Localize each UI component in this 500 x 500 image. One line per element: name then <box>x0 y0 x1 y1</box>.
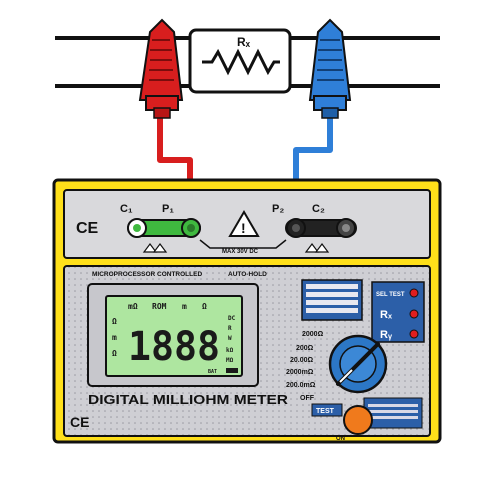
header-left-label: MICROPROCESSOR CONTROLLED <box>92 271 202 278</box>
lcd-top-annunciator: m <box>182 302 187 311</box>
svg-text:!: ! <box>241 220 246 236</box>
max-volts-label: MAX 30V DC <box>222 249 259 255</box>
terminal-c1-label: C₁ <box>120 203 133 215</box>
range-label: 200Ω <box>296 345 314 352</box>
battery-label: BAT <box>208 369 217 375</box>
warning-icon: ! <box>228 210 260 237</box>
lcd-left-annunciator: m <box>112 333 117 342</box>
lcd-top-annunciator: mΩ <box>128 302 138 311</box>
terminal-p1-label: P₁ <box>162 203 174 215</box>
terminal-marker <box>314 243 330 253</box>
test-label: TEST <box>316 408 335 415</box>
black-terminal-pair <box>285 218 357 238</box>
on-label: ON <box>336 436 345 442</box>
lcd-top-annunciator: Ω <box>202 302 207 311</box>
test-button[interactable] <box>343 405 373 435</box>
lcd-left-annunciator: Ω <box>112 349 117 358</box>
lcd-reading: 1888 <box>128 324 220 370</box>
info-plate <box>363 397 423 429</box>
lcd-left-annunciator: Ω <box>112 317 117 326</box>
resistor-rx: Rₓ <box>188 28 292 94</box>
led-indicator <box>409 288 419 298</box>
led-indicator <box>409 329 419 339</box>
meter-title: DIGITAL MILLIOHM METER <box>88 392 289 407</box>
lcd-right-annunciator: DC <box>228 315 236 322</box>
terminal-marker <box>304 243 320 253</box>
terminal-c2-label: C₂ <box>312 203 325 215</box>
terminal-marker <box>152 243 168 253</box>
lcd-right-annunciator: W <box>228 335 232 342</box>
indicator-label: Rₓ <box>380 309 393 321</box>
green-terminal-pair <box>127 218 201 238</box>
indicator-label: SEL TEST <box>376 292 405 298</box>
range-selector-knob[interactable] <box>328 334 388 394</box>
red-clip <box>138 18 184 119</box>
range-label: 20.00Ω <box>290 357 314 364</box>
max-volts-bracket <box>199 239 287 249</box>
lcd-screen <box>105 295 243 377</box>
indicator-label: Rᵧ <box>380 329 393 341</box>
lcd-top-annunciator: ROM <box>152 302 167 311</box>
blue-clip <box>308 18 352 119</box>
range-label: 2000mΩ <box>286 369 314 376</box>
led-indicator <box>409 309 419 319</box>
test-label-box <box>311 403 343 417</box>
resistor-label: Rₓ <box>237 35 251 49</box>
lcd-right-annunciator: MΩ <box>226 357 234 364</box>
battery-icon <box>226 368 238 373</box>
range-label: 200.0mΩ <box>286 382 316 389</box>
terminal-marker <box>142 243 158 253</box>
range-table <box>301 279 363 321</box>
ce-mark-top: CE <box>76 220 99 237</box>
range-label: 2000Ω <box>302 331 324 338</box>
lcd-right-annunciator: kΩ <box>226 347 234 354</box>
ce-mark-bottom: CE <box>70 414 89 430</box>
lcd-right-annunciator: R <box>228 325 232 332</box>
terminal-p2-label: P₂ <box>272 203 284 215</box>
range-label: OFF <box>300 395 315 402</box>
header-right-label: AUTO-HOLD <box>228 271 267 278</box>
